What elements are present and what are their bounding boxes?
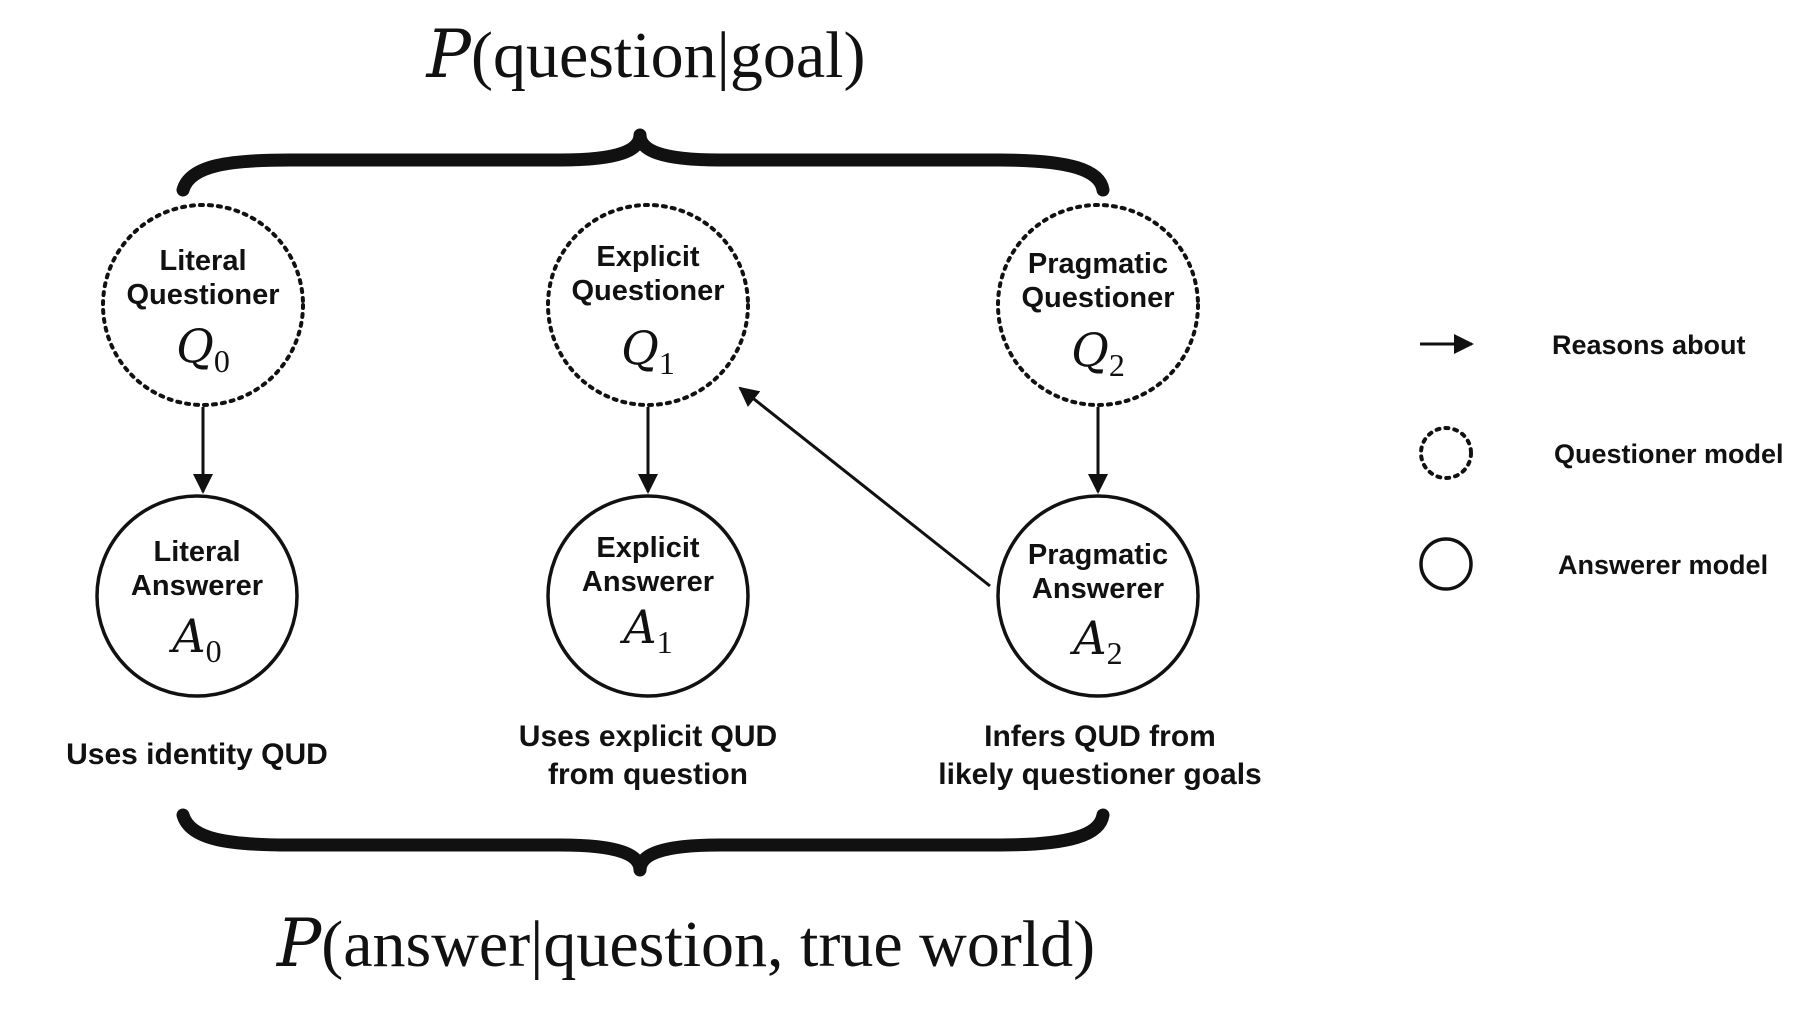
caption-line1: Uses explicit QUD bbox=[519, 720, 777, 753]
node-symbol: A2 bbox=[1069, 611, 1122, 671]
questioner-node-pragmatic: Pragmatic Questioner Q2 bbox=[996, 203, 1200, 407]
questioner-node-explicit: Explicit Questioner Q1 bbox=[546, 203, 750, 407]
dotted-circle bbox=[996, 203, 1200, 407]
caption-line1: Uses identity QUD bbox=[66, 738, 328, 771]
dotted-circle bbox=[101, 203, 305, 407]
bottom-formula-open-paren: ( bbox=[321, 908, 343, 981]
bottom-formula-close-paren: ) bbox=[1073, 908, 1095, 981]
answerer-node-explicit: Explicit Answerer A1 bbox=[546, 494, 750, 698]
node-symbol-letter: A bbox=[619, 600, 656, 654]
node-symbol-letter: Q bbox=[176, 319, 214, 373]
legend-item-answerer-model: Answerer model bbox=[1419, 537, 1768, 591]
caption-line1: Infers QUD from bbox=[984, 720, 1216, 753]
legend-label-answerer-model: Answerer model bbox=[1558, 550, 1768, 580]
node-name-line1: Literal bbox=[159, 245, 246, 277]
node-name-line2: Answerer bbox=[1032, 573, 1164, 605]
solid-circle bbox=[546, 494, 750, 698]
legend-label-reasons-about: Reasons about bbox=[1552, 330, 1746, 360]
solid-circle bbox=[95, 494, 299, 698]
bottom-formula-p: P bbox=[276, 905, 323, 982]
bottom-formula-text: answer|question, true world bbox=[343, 908, 1073, 981]
node-symbol-letter: A bbox=[168, 609, 205, 663]
node-name-line2: Questioner bbox=[126, 279, 279, 311]
top-brace bbox=[176, 128, 1110, 197]
top-formula-close-paren: ) bbox=[843, 19, 865, 92]
arrow-a2-to-q1 bbox=[738, 386, 991, 588]
node-name-line2: Answerer bbox=[131, 570, 263, 602]
node-symbol-letter: Q bbox=[1071, 323, 1109, 377]
node-symbol-subscript: 0 bbox=[214, 343, 230, 379]
top-formula-text: question|goal bbox=[493, 19, 844, 92]
node-name-line2: Questioner bbox=[1021, 282, 1174, 314]
legend: Reasons about Questioner model Answerer … bbox=[1419, 330, 1784, 591]
caption-line2: from question bbox=[548, 758, 748, 791]
answerer-node-literal: Literal Answerer A0 bbox=[95, 494, 299, 698]
caption-explicit: Uses explicit QUD from question bbox=[519, 720, 777, 791]
legend-solid-circle-icon bbox=[1419, 537, 1473, 591]
legend-item-questioner-model: Questioner model bbox=[1419, 426, 1784, 480]
node-name-line2: Answerer bbox=[582, 566, 714, 598]
legend-item-reasons-about: Reasons about bbox=[1420, 330, 1746, 360]
node-symbol: Q2 bbox=[1071, 323, 1125, 383]
solid-circle bbox=[996, 494, 1200, 698]
node-symbol: A1 bbox=[619, 600, 672, 660]
caption-pragmatic: Infers QUD from likely questioner goals bbox=[938, 720, 1261, 791]
top-formula-open-paren: ( bbox=[471, 19, 493, 92]
node-symbol: Q1 bbox=[621, 321, 675, 381]
node-symbol-subscript: 2 bbox=[1109, 347, 1125, 383]
top-formula: P(question|goal) bbox=[426, 16, 866, 93]
questioner-node-literal: Literal Questioner Q0 bbox=[101, 203, 305, 407]
node-symbol: A0 bbox=[168, 609, 221, 669]
bottom-brace bbox=[176, 808, 1110, 877]
node-symbol-letter: Q bbox=[621, 321, 659, 375]
node-name-line1: Literal bbox=[153, 536, 240, 568]
answerer-node-pragmatic: Pragmatic Answerer A2 bbox=[996, 494, 1200, 698]
node-symbol-letter: A bbox=[1069, 611, 1106, 665]
node-symbol-subscript: 1 bbox=[659, 345, 675, 381]
node-name-line1: Explicit bbox=[596, 532, 699, 564]
node-symbol-subscript: 0 bbox=[206, 633, 222, 669]
dotted-circle bbox=[546, 203, 750, 407]
node-name-line1: Explicit bbox=[596, 241, 699, 273]
node-name-line1: Pragmatic bbox=[1028, 248, 1168, 280]
top-formula-p: P bbox=[426, 16, 473, 93]
bottom-formula: P(answer|question, true world) bbox=[276, 905, 1095, 982]
node-symbol: Q0 bbox=[176, 319, 230, 379]
node-symbol-subscript: 2 bbox=[1107, 635, 1123, 671]
node-name-line2: Questioner bbox=[571, 275, 724, 307]
caption-line2: likely questioner goals bbox=[938, 758, 1261, 791]
legend-label-questioner-model: Questioner model bbox=[1554, 439, 1784, 469]
node-symbol-subscript: 1 bbox=[657, 624, 673, 660]
node-name-line1: Pragmatic bbox=[1028, 539, 1168, 571]
legend-dotted-circle-icon bbox=[1419, 426, 1473, 480]
caption-literal: Uses identity QUD bbox=[66, 738, 328, 771]
